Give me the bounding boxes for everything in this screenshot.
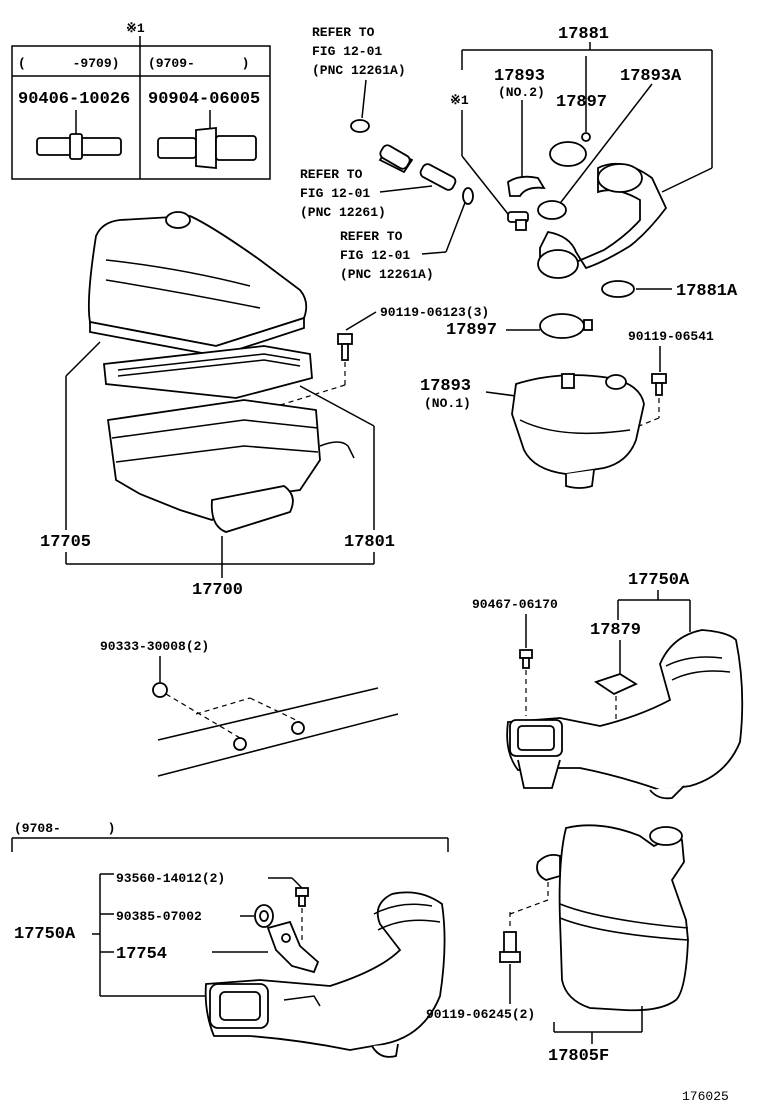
- ref1-line3: (PNC 12261A): [312, 63, 406, 78]
- label-17801: 17801: [344, 533, 395, 552]
- label-90467-06170: 90467-06170: [472, 597, 558, 612]
- band-clamp-top: [549, 141, 587, 167]
- clamp-17881A: [601, 280, 635, 298]
- label-17750A-right: 17750A: [628, 571, 690, 590]
- band-clamp-mid: [539, 313, 585, 339]
- label-17750A-left: 17750A: [14, 925, 76, 944]
- label-90333-30008: 90333-30008(2): [100, 639, 209, 654]
- bolt-90119-06541: [651, 373, 667, 396]
- inset-table: ※1 ( -9709) (9709- ) 90406-10026 90904-0…: [11, 21, 271, 180]
- panel-hole-2: [291, 721, 305, 735]
- body-panel-edge-1: [157, 687, 379, 741]
- ref2-line3: (PNC 12261): [300, 205, 386, 220]
- inset-range-col1: ( -9709): [18, 56, 119, 71]
- intake-duct-17750A-left: [204, 891, 446, 1058]
- intake-duct-17750A-right: [506, 629, 744, 800]
- clamp-small-1: [350, 119, 370, 133]
- check-valve: [507, 211, 529, 231]
- label-17705: 17705: [40, 533, 91, 552]
- inset-part-col1: 90406-10026: [18, 90, 130, 109]
- label-17805F: 17805F: [548, 1047, 609, 1066]
- bolt-90119-06245: [499, 931, 521, 963]
- ref1-line1: REFER TO: [312, 25, 375, 40]
- inset-part-col2: 90904-06005: [148, 90, 260, 109]
- label-90119-06123: 90119-06123(3): [380, 305, 489, 320]
- body-panel-edge-2: [157, 713, 399, 777]
- vent-hose-1: [378, 144, 414, 174]
- clamp-screw: [581, 132, 591, 142]
- resonator-17805F: [536, 824, 689, 1012]
- grommet-90385-07002: [254, 904, 274, 928]
- label-90385-07002: 90385-07002: [116, 909, 202, 924]
- label-17893-top-sub: (NO.2): [498, 85, 545, 100]
- inset-marker: ※1: [126, 21, 145, 36]
- label-17893-top: 17893: [494, 67, 545, 86]
- label-17893-mid-sub: (NO.1): [424, 396, 471, 411]
- clip-90333: [152, 682, 168, 698]
- label-93560-14012: 93560-14012(2): [116, 871, 225, 886]
- bolt-90119-06123: [337, 333, 353, 361]
- label-17893-mid: 17893: [420, 377, 471, 396]
- elbow-hose-no2: [507, 175, 546, 197]
- label-17893A: 17893A: [620, 67, 682, 86]
- panel-hole-1: [233, 737, 247, 751]
- air-cleaner-case: [106, 399, 355, 533]
- range-9708: (9708- ): [14, 821, 115, 836]
- ref2-line1: REFER TO: [300, 167, 363, 182]
- inset-frame: [11, 45, 271, 180]
- label-17754: 17754: [116, 945, 167, 964]
- air-cleaner-cap: [87, 211, 308, 357]
- resonator-no1: [511, 373, 645, 489]
- label-90119-06541: 90119-06541: [628, 329, 714, 344]
- inset-range-col2: (9709- ): [148, 56, 249, 71]
- joint-pipe-reducer: [157, 110, 257, 169]
- label-17881A: 17881A: [676, 282, 738, 301]
- joint-pipe-straight: [36, 110, 122, 160]
- figure-number: 176025: [682, 1089, 729, 1104]
- label-17897-mid: 17897: [446, 321, 497, 340]
- ref2-line2: FIG 12-01: [300, 186, 370, 201]
- marker-mid: ※1: [450, 93, 469, 108]
- label-17879: 17879: [590, 621, 641, 640]
- ref3-line2: FIG 12-01: [340, 248, 410, 263]
- hose-end-bottom: [537, 249, 579, 279]
- label-17700: 17700: [192, 581, 243, 600]
- refer-to-group-3: REFER TO FIG 12-01 (PNC 12261A): [340, 199, 467, 282]
- clamp-mid-screw: [583, 319, 593, 331]
- vent-hose-2: [419, 163, 457, 191]
- label-90119-06245: 90119-06245(2): [426, 1007, 535, 1022]
- cushion-17879: [593, 673, 638, 696]
- clamp-small-2: [462, 187, 474, 205]
- refer-to-group-2: REFER TO FIG 12-01 (PNC 12261): [300, 167, 433, 220]
- band-clamp-small: [537, 200, 567, 220]
- ref3-line3: (PNC 12261A): [340, 267, 434, 282]
- air-filter-element: [103, 345, 313, 399]
- hose-end-top: [597, 163, 643, 193]
- label-17881: 17881: [558, 25, 609, 44]
- bolt-93560-14012: [295, 887, 309, 907]
- refer-to-group-1: REFER TO FIG 12-01 (PNC 12261A): [312, 25, 406, 133]
- label-17897-top: 17897: [556, 93, 607, 112]
- ref3-line1: REFER TO: [340, 229, 403, 244]
- clip-90467-06170: [519, 649, 533, 669]
- bracket-17754: [266, 920, 320, 974]
- ref1-line2: FIG 12-01: [312, 44, 382, 59]
- air-intake-hose: [539, 162, 668, 270]
